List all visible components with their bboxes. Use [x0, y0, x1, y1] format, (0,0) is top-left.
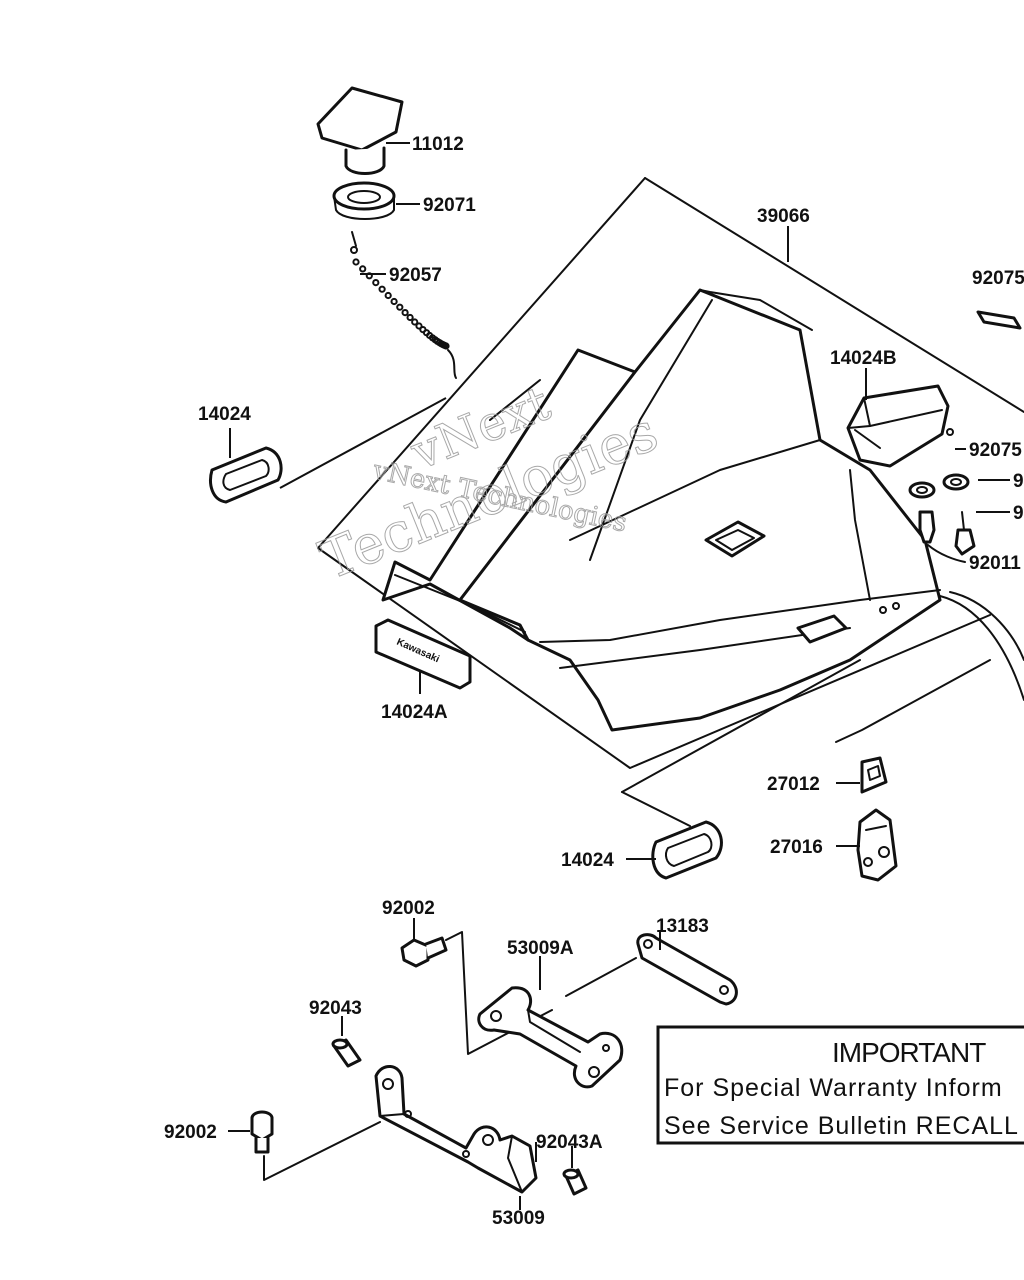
label-14024-left: 14024: [198, 404, 251, 425]
label-27016: 27016: [770, 837, 823, 858]
part-92057-chain: 92057: [350, 231, 457, 379]
label-11012: 11012: [412, 134, 464, 155]
label-92011: 92011: [969, 553, 1021, 574]
notice-line-2: See Service Bulletin RECALL: [664, 1112, 1019, 1140]
chain-bead: [378, 285, 386, 293]
label-53009A: 53009A: [507, 938, 574, 959]
chain-bead: [359, 265, 367, 273]
part-92075-strip: 92075: [972, 268, 1024, 330]
label-92075-mid: 92075: [969, 440, 1022, 461]
chain-bead: [396, 303, 404, 311]
chain-bead: [442, 342, 450, 350]
chain-bead: [352, 258, 360, 266]
label-14024A: 14024A: [381, 702, 448, 723]
part-14024A-emblem: Kawasaki 14024A: [374, 618, 472, 723]
chain-bead: [390, 297, 398, 306]
label-27012: 27012: [767, 774, 820, 795]
chain-bead: [384, 291, 392, 300]
chain-bead: [372, 279, 380, 287]
part-92043A-collar: 92043A: [535, 1132, 603, 1196]
label-92043A: 92043A: [536, 1132, 603, 1153]
label-53009: 53009: [492, 1208, 545, 1229]
label-92043: 92043: [309, 998, 362, 1019]
important-notice: IMPORTANT For Special Warranty Inform Se…: [656, 1025, 1024, 1145]
part-53009-bracket: 53009: [374, 1065, 545, 1229]
chain-bead: [401, 309, 409, 317]
label-39066: 39066: [757, 206, 810, 227]
label-group-39066: 39066: [757, 206, 810, 262]
chain-bead: [411, 318, 419, 326]
part-14024-lower-grommet: 14024: [561, 659, 861, 880]
label-92075-top: 92075: [972, 268, 1024, 289]
part-92043-collar: 92043: [309, 998, 362, 1068]
part-92071-grommet: 92071: [332, 181, 476, 220]
part-92002-lower-bolt: 92002: [164, 1110, 381, 1181]
part-14024-left-grommet: 14024: [198, 397, 447, 504]
label-13183: 13183: [656, 916, 709, 937]
part-27012-clip: 27012: [767, 659, 991, 795]
chain-bead: [406, 313, 414, 322]
label-92071: 92071: [423, 195, 476, 216]
part-13183-plate: 13183: [565, 916, 738, 1006]
label-92002-upper: 92002: [382, 898, 435, 919]
chain-bead: [415, 322, 423, 330]
part-27016-bracket: 27016: [770, 808, 898, 882]
part-11012-cap: 11012: [316, 86, 464, 175]
label-14024B: 14024B: [830, 348, 897, 369]
label-14024-lower: 14024: [561, 850, 614, 871]
label-92002-lower: 92002: [164, 1122, 217, 1143]
label-9-a: 9: [1013, 471, 1024, 492]
cover-frame: [317, 177, 1024, 769]
notice-title: IMPORTANT: [832, 1037, 986, 1068]
label-92057: 92057: [389, 265, 442, 286]
label-9-b: 9: [1013, 503, 1024, 524]
part-53009A-bracket: 53009A: [477, 938, 624, 1089]
part-washers-bolts: 9 9 92011: [908, 471, 1024, 574]
seat-cover: [381, 288, 1024, 732]
part-14024B-housing: 14024B 92075: [830, 348, 1022, 468]
notice-line-1: For Special Warranty Inform: [664, 1074, 1003, 1102]
